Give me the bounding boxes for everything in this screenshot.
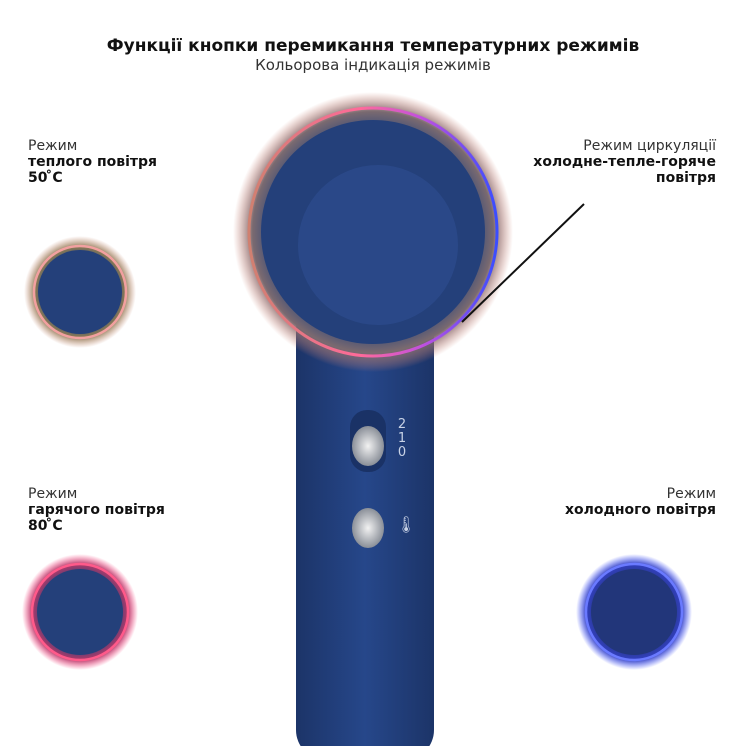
page-subtitle: Кольорова індикація режимів bbox=[255, 56, 491, 74]
cycle-mode-ring bbox=[247, 106, 499, 358]
page-title: Функції кнопки перемикання температурних… bbox=[106, 36, 640, 56]
speed-mark-1: 1 bbox=[397, 431, 407, 446]
cold-mode-head bbox=[591, 569, 677, 655]
callout-line bbox=[461, 203, 585, 323]
warm-mode-head bbox=[38, 250, 122, 334]
cold-mode-prefix: Режим bbox=[666, 486, 716, 502]
warm-mode-label: Режим теплого повітря 50 ̊C bbox=[28, 138, 157, 186]
cold-mode-ring bbox=[584, 562, 684, 662]
hot-mode-label: Режим гарячого повітря 80 ̊C bbox=[28, 486, 165, 534]
warm-mode-name: теплого повітря bbox=[28, 154, 158, 170]
warm-mode-prefix: Режим bbox=[28, 138, 78, 154]
speed-switch-button[interactable] bbox=[352, 426, 384, 466]
cycle-mode-prefix: Режим циркуляції bbox=[583, 138, 716, 154]
warm-mode-temp: 50 ̊C bbox=[28, 170, 63, 186]
cold-mode-name: холодного повітря bbox=[565, 502, 716, 518]
hot-mode-temp: 80 ̊C bbox=[28, 518, 63, 534]
cycle-mode-name-2: повітря bbox=[655, 170, 716, 186]
thermometer-icon: 🌡 bbox=[396, 515, 417, 534]
speed-mark-2: 2 bbox=[397, 417, 407, 432]
hot-mode-head bbox=[37, 569, 123, 655]
hot-mode-prefix: Режим bbox=[28, 486, 78, 502]
hot-mode-name: гарячого повітря bbox=[28, 502, 165, 518]
cycle-mode-name-1: холодне-тепле-горяче bbox=[533, 154, 716, 170]
main-head-inner bbox=[298, 165, 458, 325]
temperature-mode-button[interactable] bbox=[352, 508, 384, 548]
cycle-mode-label: Режим циркуляції холодне-тепле-горяче по… bbox=[533, 138, 716, 186]
hot-mode-ring bbox=[30, 562, 130, 662]
cold-mode-label: Режим холодного повітря bbox=[565, 486, 716, 518]
warm-mode-ring bbox=[32, 244, 128, 340]
speed-mark-0: 0 bbox=[397, 445, 407, 460]
